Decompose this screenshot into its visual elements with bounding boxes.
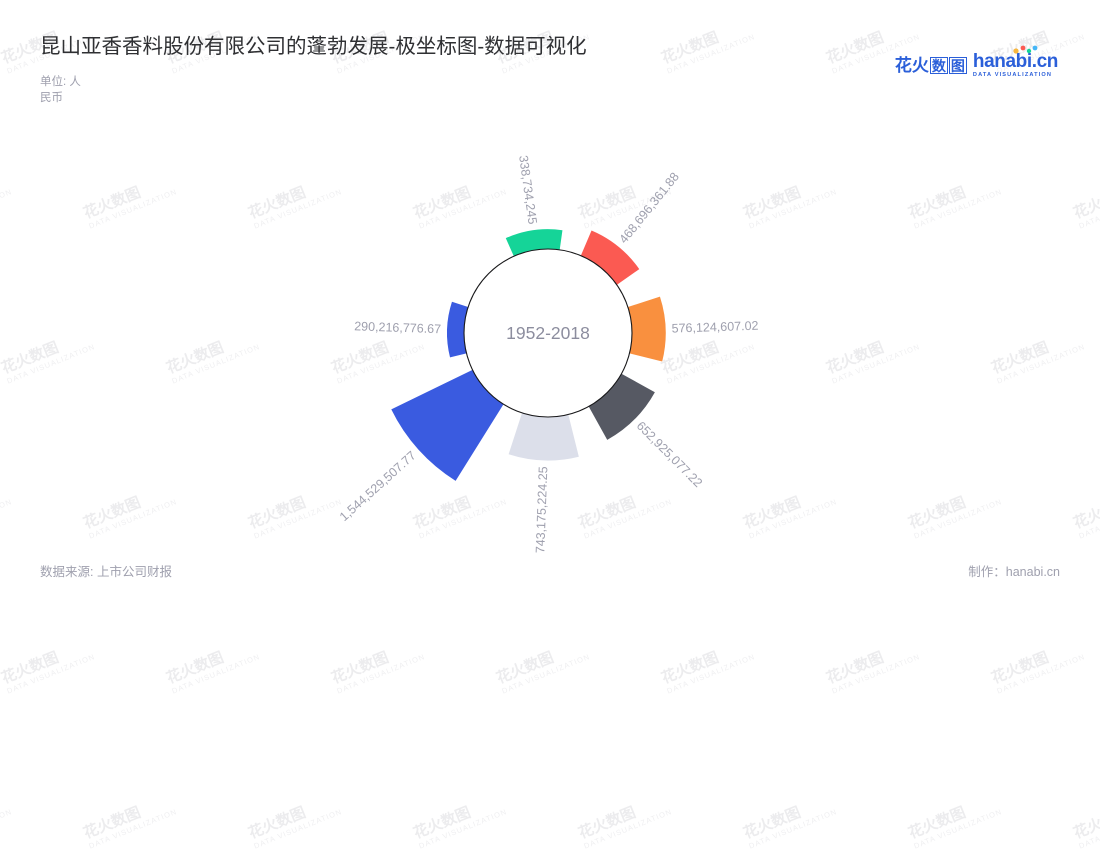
polar-bar[interactable] <box>627 296 666 362</box>
logo-latin-block: hanabi.cn DATA VISUALIZATION <box>972 45 1058 79</box>
credit-label: 制作：hanabi.cn <box>968 565 1060 579</box>
polar-bar[interactable] <box>505 229 563 257</box>
polar-bar-value-label: 652,925,077.22 <box>634 419 705 490</box>
chart-unit-subtitle: 单位: 人民币 <box>40 75 81 105</box>
page-title: 昆山亚香香料股份有限公司的蓬勃发展-极坐标图-数据可视化 <box>40 35 587 58</box>
polar-area-chart[interactable]: 1952-2018 468,696,361.88 576,124,607.02 65… <box>0 96 1100 566</box>
logo-glyph-tu: 图 <box>948 56 967 74</box>
brand-logo: 花火 数 图 hanabi.cn DATA VISUALIZATION <box>894 45 1058 79</box>
polar-bar-value-label: 338,734,245 <box>516 154 540 225</box>
logo-chinese-wordmark: 花火 数 图 <box>894 55 967 75</box>
polar-bar[interactable] <box>447 301 469 358</box>
polar-bar[interactable] <box>588 373 655 440</box>
center-range-label: 1952-2018 <box>506 323 590 343</box>
chart-header: 昆山亚香香料股份有限公司的蓬勃发展-极坐标图-数据可视化 单位: 人民币 <box>40 34 587 107</box>
logo-wordmark: hanabi.cn <box>972 51 1058 72</box>
sparkle-icon <box>1013 45 1038 54</box>
polar-bar-value-label: 290,216,776.67 <box>354 319 441 336</box>
logo-glyph-huahuo: 花火 <box>894 55 929 75</box>
polar-bar[interactable] <box>508 412 579 461</box>
polar-bar-value-label: 468,696,361.88 <box>616 170 682 246</box>
logo-glyph-shu: 数 <box>929 56 948 74</box>
polar-bar[interactable] <box>391 369 504 481</box>
chart-footer: 数据来源: 上市公司财报 制作：hanabi.cn <box>0 561 1100 580</box>
polar-bar-value-label: 1,544,529,507.77 <box>337 448 419 524</box>
inner-axis-circle <box>463 248 633 418</box>
polar-bar[interactable] <box>580 230 640 285</box>
data-source-label: 数据来源: 上市公司财报 <box>40 565 172 579</box>
chart-bar-group <box>391 229 666 481</box>
polar-bar-value-label: 743,175,224.25 <box>533 466 550 553</box>
polar-bar-value-label: 576,124,607.02 <box>671 319 758 336</box>
logo-tagline: DATA VISUALIZATION <box>972 72 1053 78</box>
